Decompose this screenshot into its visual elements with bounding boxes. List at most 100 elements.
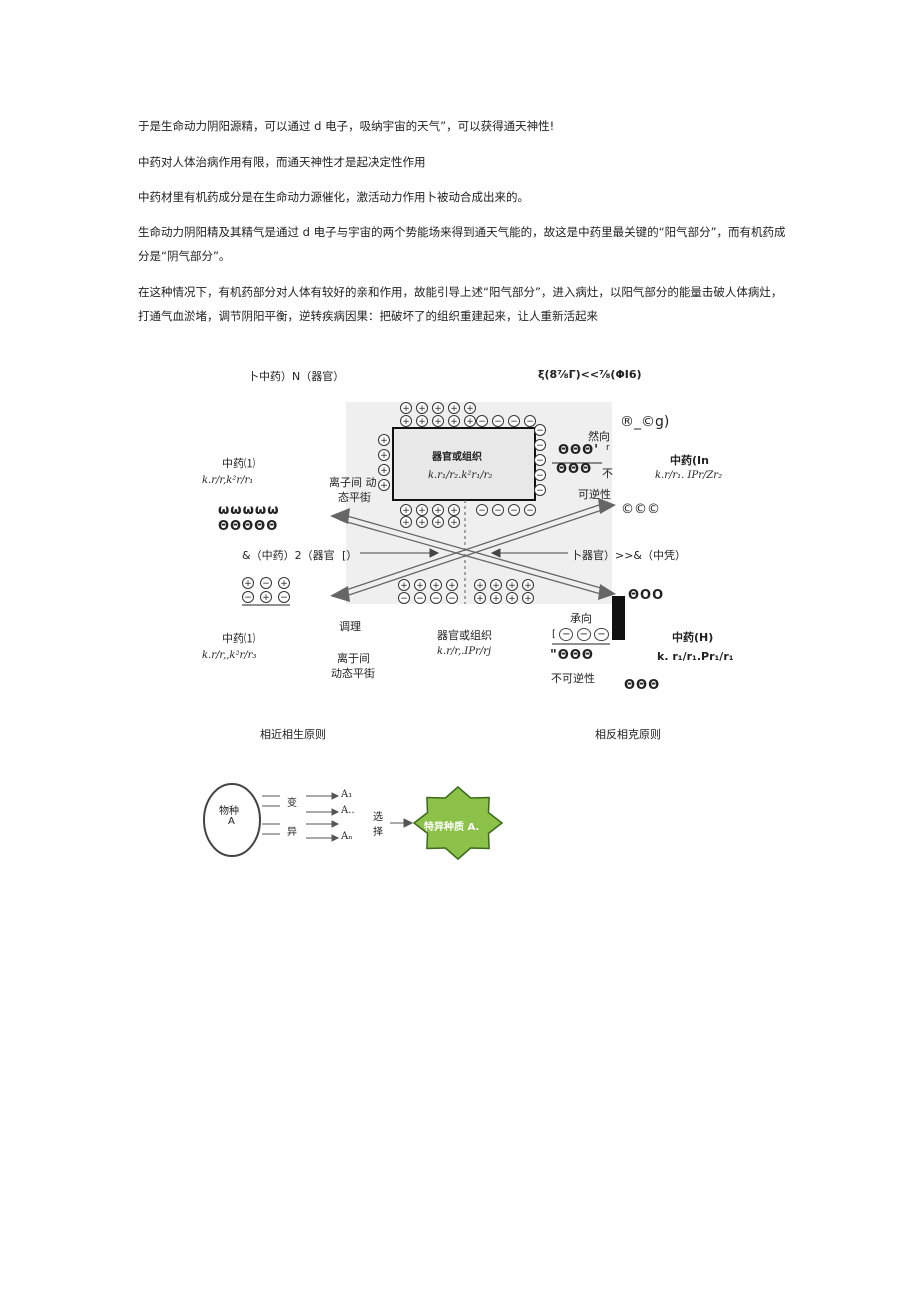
charge-sign: −: [536, 486, 544, 496]
plus-charge-icon: [430, 579, 442, 591]
species-letter: A: [228, 816, 235, 827]
charge-sign: +: [450, 417, 458, 427]
charge-sign: −: [536, 426, 544, 436]
charge-sign: +: [492, 581, 500, 591]
charge-sign: +: [418, 417, 426, 427]
charge-sign: −: [262, 579, 270, 589]
charge-sign: +: [432, 581, 440, 591]
charge-sign: +: [466, 404, 474, 414]
kenixing-label: 可逆性: [578, 488, 611, 501]
plus-charge-icon: [432, 516, 444, 528]
charge-sign: +: [434, 404, 442, 414]
theta-right-2: ΘΘΘ: [556, 462, 593, 477]
result-star: [412, 785, 504, 861]
paragraph-2: 中药对人体治病作用有限，而通天神性才是起决定性作用: [138, 155, 426, 169]
minus-charge-icon: [260, 577, 272, 589]
charge-sign: +: [402, 417, 410, 427]
plus-charge-icon: [278, 577, 290, 589]
plus-charge-icon: [432, 402, 444, 414]
charge-sign: +: [434, 417, 442, 427]
bukenixing-label: 不可逆性: [551, 672, 595, 685]
charge-sign: +: [450, 404, 458, 414]
plus-charge-icon: [400, 504, 412, 516]
charge-sign: +: [380, 466, 388, 476]
a1-label: A₁: [341, 789, 353, 800]
plus-charge-icon: [448, 516, 460, 528]
minus-charge-icon: [446, 592, 458, 604]
r-mark: r: [606, 443, 610, 453]
charge-sign: +: [380, 481, 388, 491]
charge-sign: +: [380, 436, 388, 446]
charge-sign: −: [478, 417, 486, 427]
ze-label: 择: [373, 827, 383, 838]
charge-sign: −: [448, 594, 456, 604]
ion-balance-top-1: 离子间 动: [329, 476, 377, 489]
charge-sign: +: [400, 581, 408, 591]
yi-label: 异: [287, 827, 297, 838]
theta-right-5: ΘΘΘ: [624, 678, 661, 693]
plus-charge-icon: [260, 591, 272, 603]
charge-sign: −: [400, 594, 408, 604]
minus-charge-icon: [414, 592, 426, 604]
species-label: 物种: [219, 806, 239, 817]
charge-sign: +: [244, 579, 252, 589]
minus-charge-icon: [534, 484, 546, 496]
minus-charge-icon: [492, 415, 504, 427]
plus-charge-icon: [474, 579, 486, 591]
bottom-right-herb-formula: k. r₁/r₁.Pr₁/r₁: [657, 650, 734, 663]
charge-sign: −: [478, 506, 486, 516]
ranxiang-label: 然向: [588, 430, 610, 443]
charge-sign: −: [536, 456, 544, 466]
charge-sign: +: [402, 404, 410, 414]
charge-sign: +: [418, 518, 426, 528]
arrow-heads: [330, 498, 616, 602]
variation-lines: [262, 792, 414, 842]
theta-small-row: [ − − −: [552, 628, 609, 641]
plus-charge-icon: [400, 402, 412, 414]
charge-sign: −: [432, 594, 440, 604]
charge-sign: +: [524, 581, 532, 591]
charge-sign: +: [450, 506, 458, 516]
mid-right-label: 卜器官）>>&（中凭）: [571, 549, 687, 562]
minus-charge-icon: [534, 439, 546, 451]
right-herb-formula: k.r/r₁. IPr/Zr₂: [655, 470, 723, 481]
ion-balance-top-2: 态平街: [338, 491, 371, 504]
minus-charge-icon: [476, 504, 488, 516]
plus-charge-icon: [464, 415, 476, 427]
charge-sign: +: [508, 581, 516, 591]
omega-row: ωωωωω: [218, 503, 280, 518]
result-label: 特异种质 A.: [424, 822, 480, 833]
minus-charge-icon: [524, 415, 536, 427]
charge-sign: −: [536, 471, 544, 481]
bottom-organ-label: 器官或组织: [437, 629, 492, 642]
left-herb-label: 中药⑴: [222, 457, 255, 470]
left-herb-formula: k.r/r,k²r/r₁: [202, 475, 254, 486]
copy-symbols: ©©©: [621, 502, 660, 517]
plus-charge-icon: [416, 402, 428, 414]
paragraph-5: 在这种情况下，有机药部分对人体有较好的亲和作用，故能引导上述“阳气部分”，进入病…: [138, 285, 783, 323]
charge-sign: +: [476, 594, 484, 604]
minus-charge-icon: [430, 592, 442, 604]
caption-right: 相反相克原则: [595, 728, 661, 741]
plus-charge-icon: [490, 579, 502, 591]
plus-charge-icon: [378, 464, 390, 476]
plus-charge-icon: [490, 592, 502, 604]
plus-charge-icon: [448, 415, 460, 427]
xuan-label: 选: [373, 812, 383, 823]
mid-left-paren: [）: [342, 549, 358, 562]
charge-sign: +: [434, 518, 442, 528]
plus-charge-icon: [378, 479, 390, 491]
charge-sign: +: [476, 581, 484, 591]
chengxiang-label: 承向: [570, 612, 592, 625]
charge-sign: +: [448, 581, 456, 591]
plus-charge-icon: [474, 592, 486, 604]
charge-sign: +: [262, 593, 270, 603]
charge-sign: +: [402, 506, 410, 516]
charge-sign: +: [402, 518, 410, 528]
plus-charge-icon: [242, 577, 254, 589]
right-herb-label: 中药(In: [670, 454, 709, 467]
plus-charge-icon: [400, 516, 412, 528]
charge-sign: +: [466, 417, 474, 427]
plus-charge-icon: [464, 402, 476, 414]
top-left-label: 卜中药）N（器官）: [248, 370, 345, 383]
